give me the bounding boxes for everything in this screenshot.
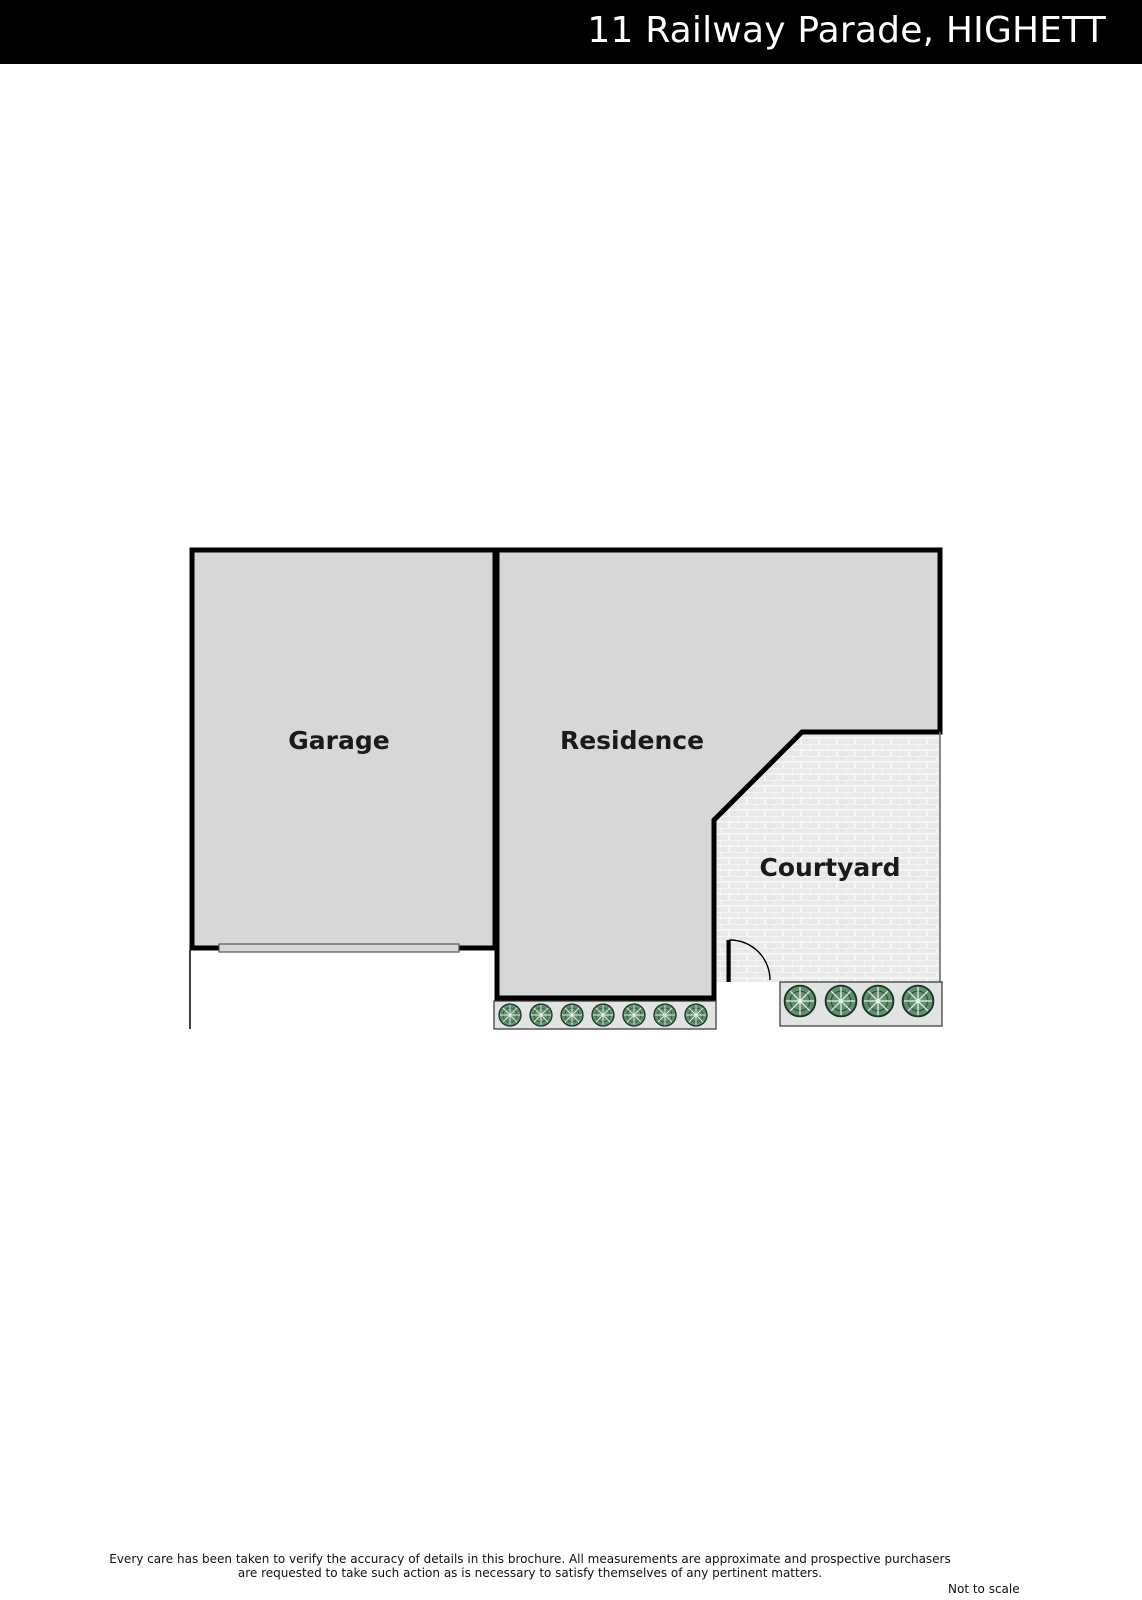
disclaimer: Every care has been taken to verify the … <box>80 1552 980 1580</box>
residence-room <box>494 547 943 1001</box>
courtyard-gate <box>729 939 771 982</box>
property-address-title: 11 Railway Parade, HIGHETT <box>587 10 1106 51</box>
disclaimer-line-2: are requested to take such action as is … <box>237 1566 823 1580</box>
residence-label: Residence <box>560 726 704 755</box>
garage-door <box>218 943 460 953</box>
disclaimer-line-1: Every care has been taken to verify the … <box>109 1552 951 1566</box>
courtyard-label: Courtyard <box>760 853 901 882</box>
garage-room <box>192 550 495 948</box>
scale-note: Not to scale <box>948 1582 1020 1596</box>
garage-label: Garage <box>288 726 389 755</box>
floor-plan: Garage Residence Courtyard <box>189 547 943 1030</box>
courtyard-area <box>714 732 940 982</box>
header-bar: 11 Railway Parade, HIGHETT <box>0 0 1142 64</box>
